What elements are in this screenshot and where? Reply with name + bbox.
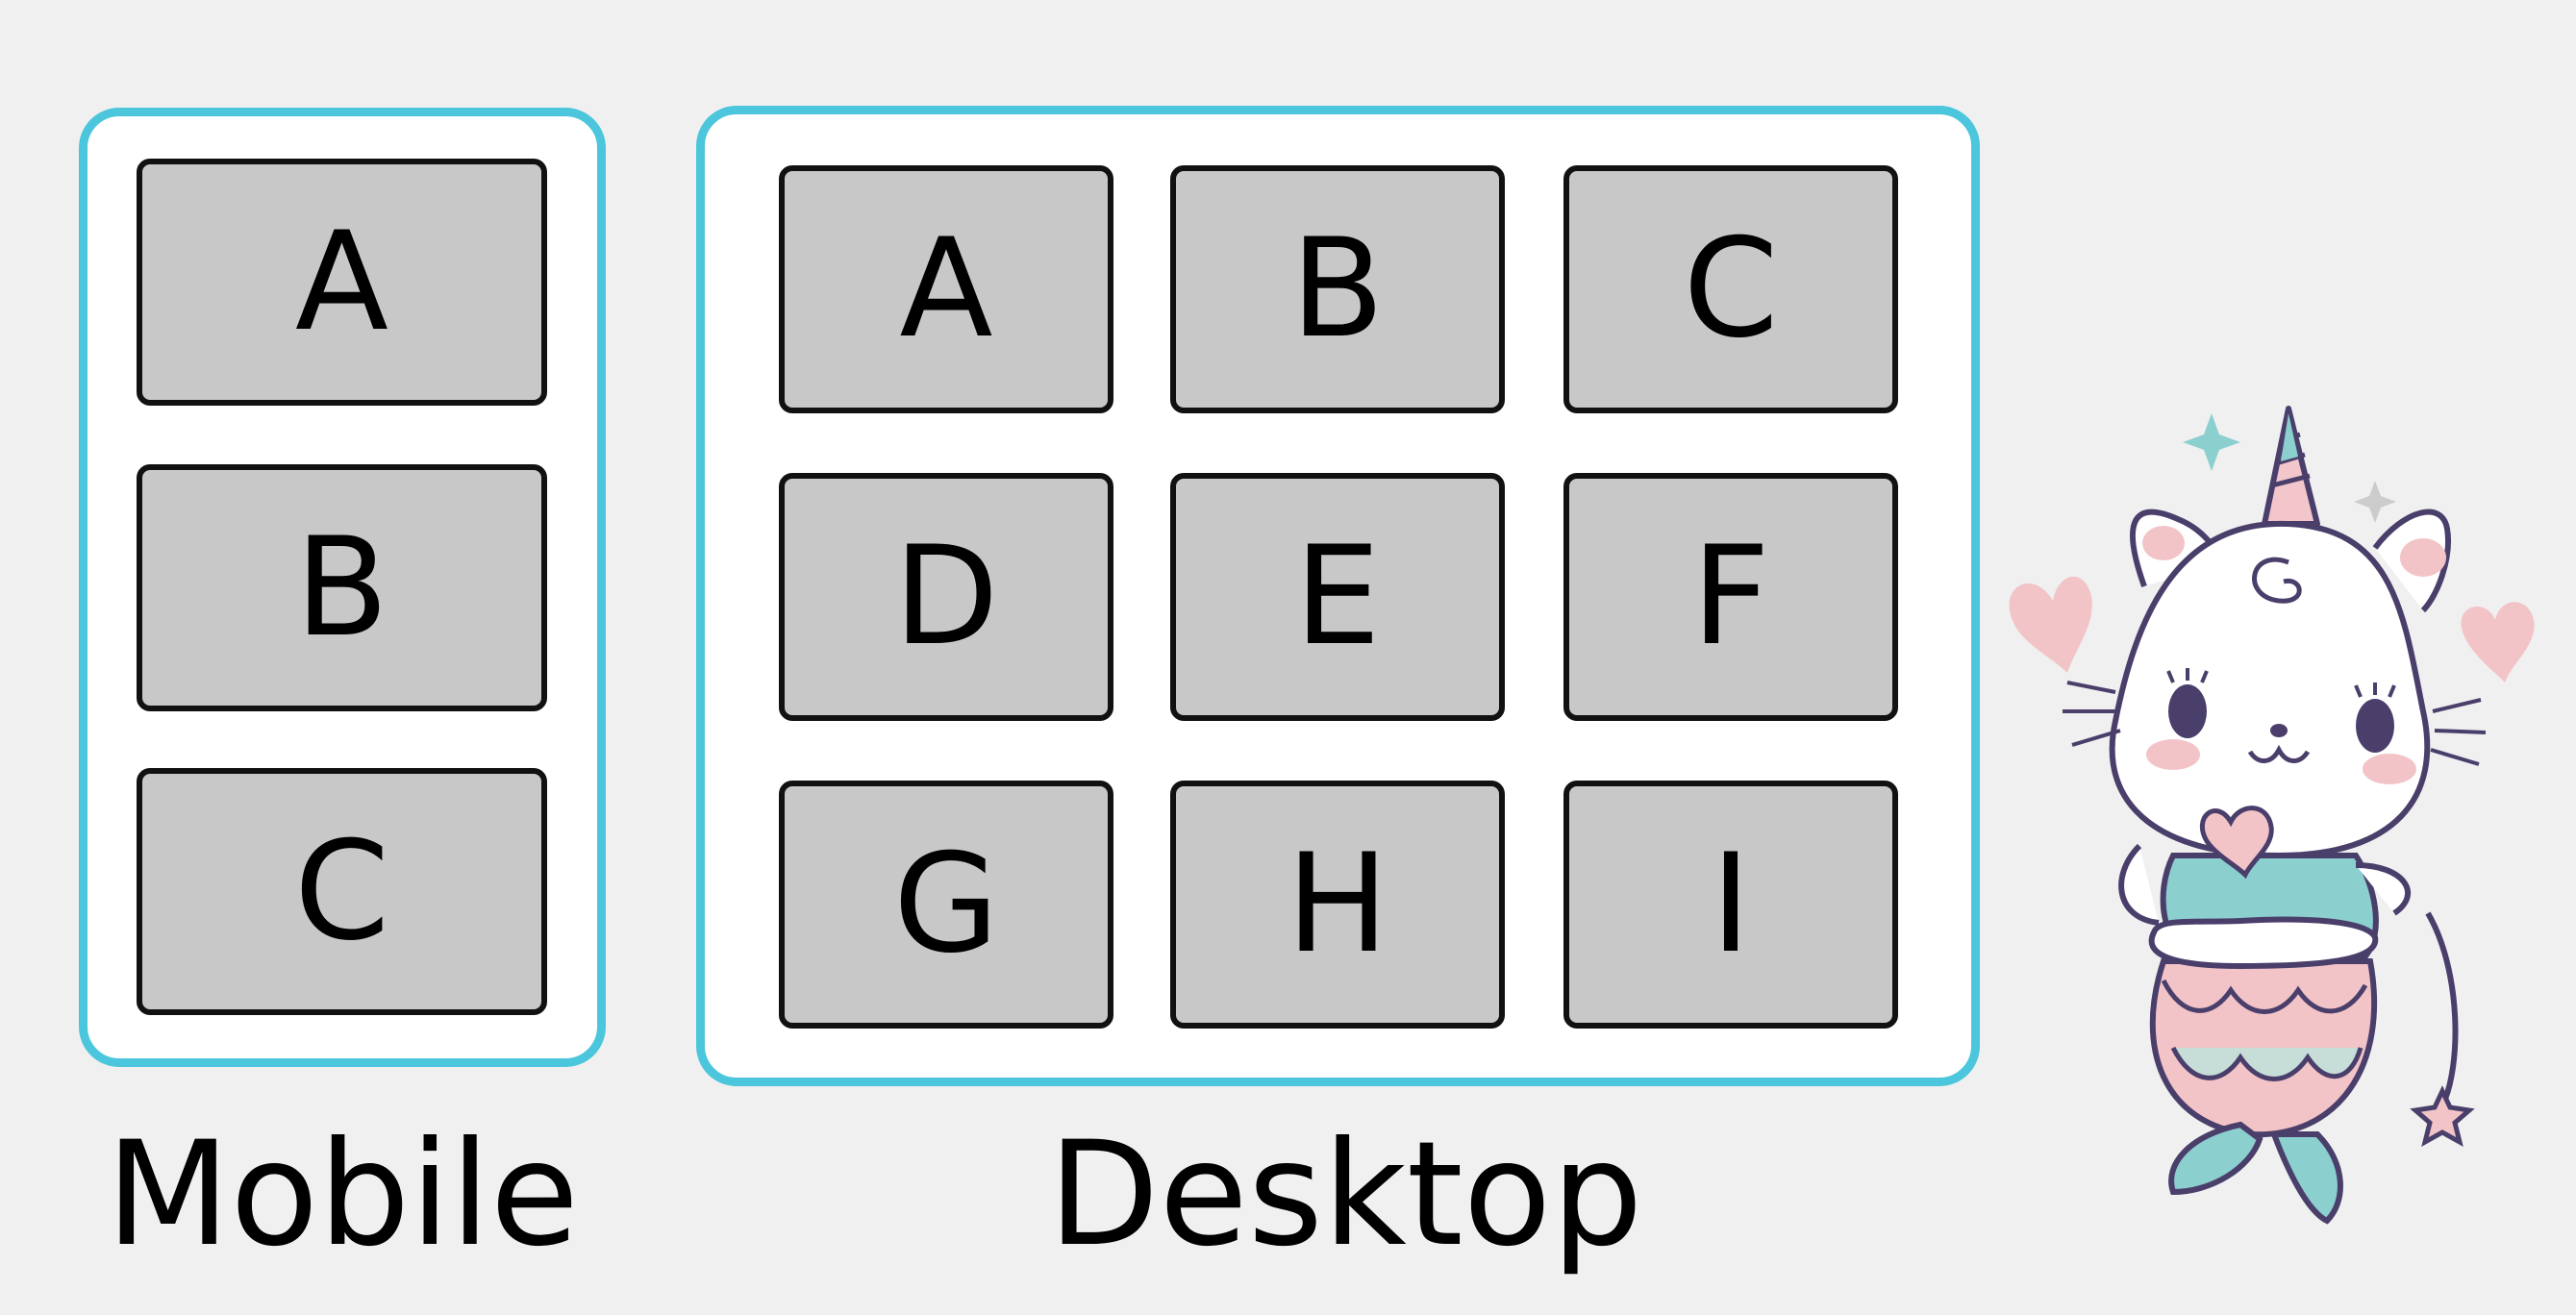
mobile-cell-c: C xyxy=(137,768,547,1015)
unicorn-mermaid-cat-icon xyxy=(2009,406,2535,1225)
desktop-cell-e: E xyxy=(1170,473,1505,721)
desktop-cell-i: I xyxy=(1563,781,1898,1029)
desktop-cell-g: G xyxy=(779,781,1113,1029)
desktop-cell-f: F xyxy=(1563,473,1898,721)
desktop-cell-b: B xyxy=(1170,165,1505,413)
mobile-cell-b: B xyxy=(137,464,547,711)
mobile-cell-a: A xyxy=(137,159,547,406)
mobile-caption: Mobile xyxy=(106,1111,580,1278)
desktop-cell-c: C xyxy=(1563,165,1898,413)
desktop-cell-h: H xyxy=(1170,781,1505,1029)
desktop-caption: Desktop xyxy=(1048,1111,1643,1278)
desktop-cell-a: A xyxy=(779,165,1113,413)
desktop-cell-d: D xyxy=(779,473,1113,721)
